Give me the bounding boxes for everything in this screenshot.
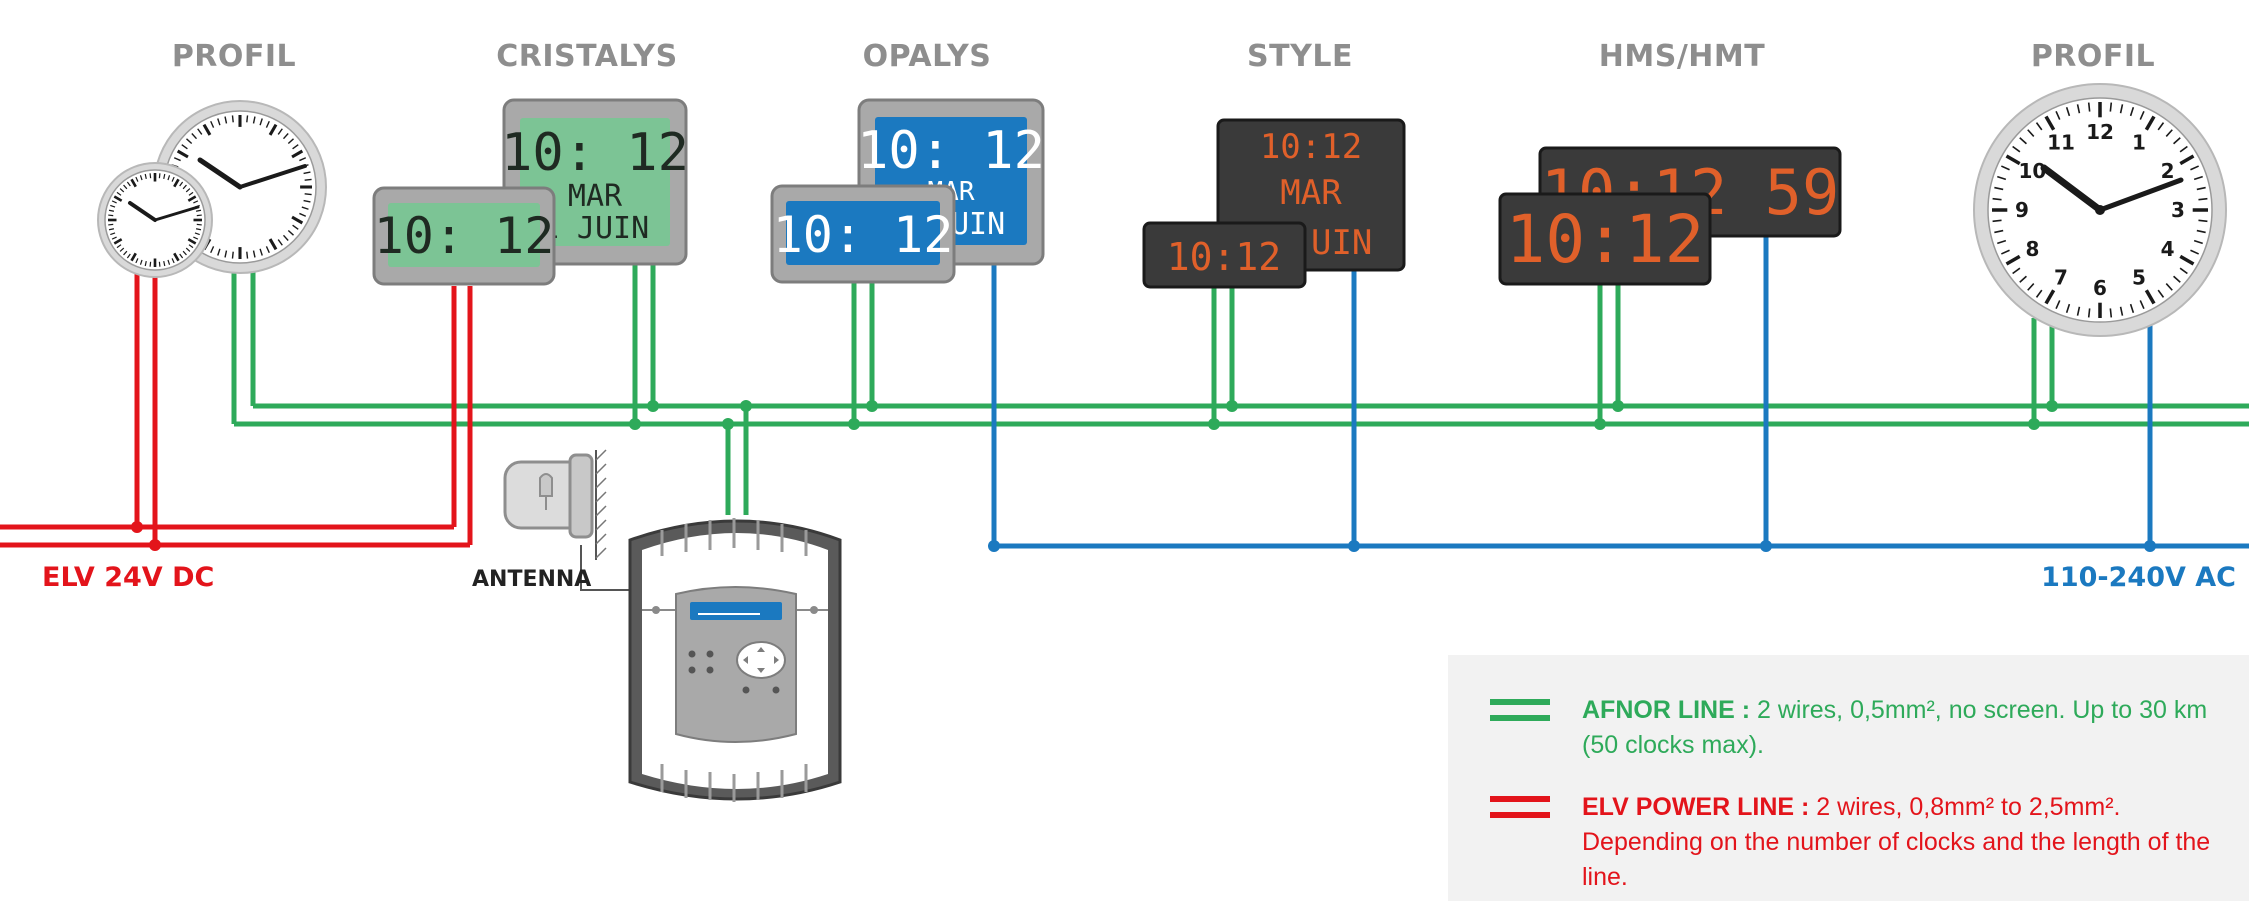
hms-small-display: 10:12 <box>1498 192 1712 286</box>
master-clock-unit <box>628 518 842 802</box>
device-title-hms: HMS/HMT <box>1599 39 1765 74</box>
profil-left-clock-small <box>97 162 213 278</box>
clock-numeral: 8 <box>2025 237 2039 261</box>
ac-line-junctions <box>988 540 2156 552</box>
elv-label: ELV 24V DC <box>42 562 214 593</box>
cristalys-big-day: MAR <box>568 179 623 214</box>
clock-numeral: 1 <box>2132 130 2146 154</box>
opalys-big-time: 10: 12 <box>857 121 1045 181</box>
elv-line <box>0 272 473 548</box>
ac-label: 110-240V AC <box>2041 562 2236 593</box>
device-title-opalys: OPALYS <box>863 39 992 74</box>
clock-numeral: 5 <box>2132 266 2146 290</box>
antenna-label: ANTENNA <box>472 567 591 592</box>
style-small-display: 10:12 <box>1142 221 1307 289</box>
ac-line <box>991 236 2249 549</box>
clock-numeral: 7 <box>2054 266 2068 290</box>
clock-numeral: 6 <box>2093 276 2107 300</box>
elv-line-symbol <box>1490 790 1550 820</box>
hms-small-time: 10:12 <box>1506 201 1705 278</box>
elv-line-junctions <box>131 521 161 551</box>
clock-numeral: 10 <box>2019 159 2047 183</box>
clock-numeral: 12 <box>2086 120 2114 144</box>
device-title-cristalys: CRISTALYS <box>496 39 678 74</box>
cristalys-small-time: 10: 12 <box>374 207 555 265</box>
clock-ticks <box>1992 102 2208 318</box>
style-small-time: 10:12 <box>1167 235 1281 279</box>
cristalys-small-display: 10: 12 <box>372 186 556 286</box>
style-big-day: MAR <box>1280 173 1342 213</box>
afnor-line-symbol <box>1490 693 1550 723</box>
device-title-style: STYLE <box>1247 39 1353 74</box>
clock-numeral: 3 <box>2171 198 2185 222</box>
legend-afnor-text: 2 wires, 0,5mm², no screen. Up to 30 km … <box>1582 696 2208 759</box>
antenna-device <box>503 449 607 560</box>
clock-numeral: 2 <box>2161 159 2175 183</box>
legend-afnor-title: AFNOR LINE : <box>1582 696 1751 724</box>
legend-elv-text: 2 wires, 0,8mm² to 2,5mm². Depending on … <box>1582 793 2211 891</box>
afnor-bus <box>234 403 2249 427</box>
afnor-drops <box>231 262 2055 515</box>
device-title-profil-left: PROFIL <box>172 39 296 74</box>
legend-elv-title: ELV POWER LINE : <box>1582 793 1810 821</box>
cristalys-big-date: 1 JUIN <box>541 211 649 246</box>
legend-panel <box>1448 655 2249 901</box>
style-big-time: 10:12 <box>1260 127 1362 167</box>
cristalys-big-time: 10: 12 <box>501 123 689 183</box>
clock-numeral: 9 <box>2015 198 2029 222</box>
clock-numeral: 11 <box>2047 130 2075 154</box>
clock-numeral: 4 <box>2161 237 2175 261</box>
opalys-small-display: 10: 12 <box>770 184 956 284</box>
device-title-profil-right: PROFIL <box>2031 39 2155 74</box>
antenna-cable <box>580 545 630 591</box>
opalys-small-time: 10: 12 <box>773 206 954 264</box>
afnor-junctions <box>629 400 2058 430</box>
